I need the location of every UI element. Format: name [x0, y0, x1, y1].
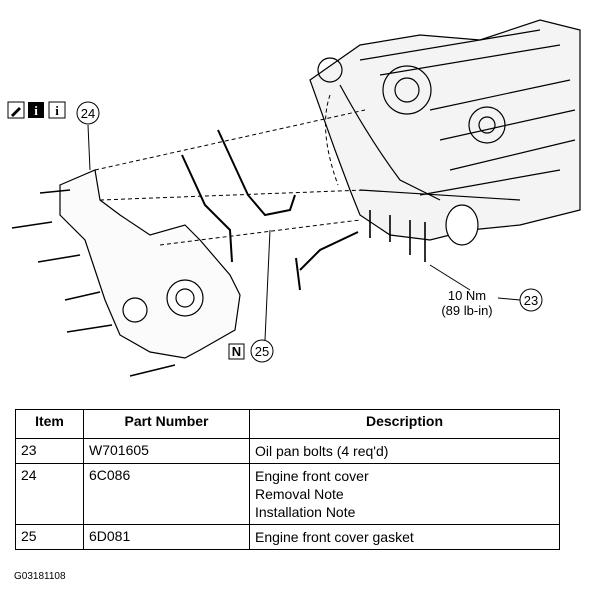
table-header-row: Item Part Number Description	[15, 409, 560, 439]
part-number-cell: 6D081	[83, 524, 250, 550]
removal-note-link[interactable]: Removal Note	[255, 486, 344, 502]
engine-front-cover	[59, 169, 241, 359]
front-cover-gasket	[181, 129, 359, 291]
figure-id: G03181108	[14, 571, 66, 582]
description-cell: Engine front cover Removal Note Installa…	[249, 463, 560, 525]
item-cell: 25	[15, 524, 84, 550]
n-box	[228, 343, 245, 360]
item-cell: 23	[15, 438, 84, 464]
part-number-cell: 6C086	[83, 463, 250, 525]
header-part-number: Part Number	[83, 409, 250, 439]
callout-25: 25	[255, 344, 269, 359]
callout-23-circle	[519, 288, 543, 312]
callout-leaders	[87, 124, 521, 341]
callout-23: 23	[524, 293, 538, 308]
engine-block	[309, 19, 581, 262]
description-line: Engine front cover gasket	[255, 529, 414, 545]
part-number-cell: W701605	[83, 438, 250, 464]
svg-text:i: i	[34, 103, 38, 118]
installation-note-link[interactable]: Installation Note	[255, 504, 356, 520]
parts-table: Item Part Number Description 23 W701605 …	[15, 409, 560, 550]
header-item: Item	[15, 409, 84, 439]
torque-lbin: (89 lb-in)	[441, 303, 492, 318]
item-cell: 24	[15, 463, 84, 525]
torque-nm: 10 Nm	[448, 288, 486, 303]
description-line: Oil pan bolts (4 req'd)	[255, 443, 389, 459]
table-row: 25 6D081 Engine front cover gasket	[15, 524, 560, 550]
info-icon: i	[28, 102, 44, 118]
exploded-view-diagram: i i 24 N 25 10 Nm (89 lb-in) 23	[7, 19, 581, 377]
info-icon: i	[48, 101, 66, 119]
leader-lines	[94, 94, 366, 246]
description-cell: Engine front cover gasket	[249, 524, 560, 550]
description-line: Engine front cover	[255, 468, 369, 484]
wrench-icon	[7, 101, 25, 119]
svg-text:i: i	[55, 103, 59, 118]
table-row: 24 6C086 Engine front cover Removal Note…	[15, 463, 560, 525]
callout-24-circle	[76, 101, 100, 125]
n-box-label: N	[232, 344, 241, 359]
header-description: Description	[249, 409, 560, 439]
table-row: 23 W701605 Oil pan bolts (4 req'd)	[15, 438, 560, 464]
cover-bolts	[11, 189, 176, 377]
description-cell: Oil pan bolts (4 req'd)	[249, 438, 560, 464]
callout-25-circle	[250, 339, 274, 363]
callout-24: 24	[81, 106, 95, 121]
